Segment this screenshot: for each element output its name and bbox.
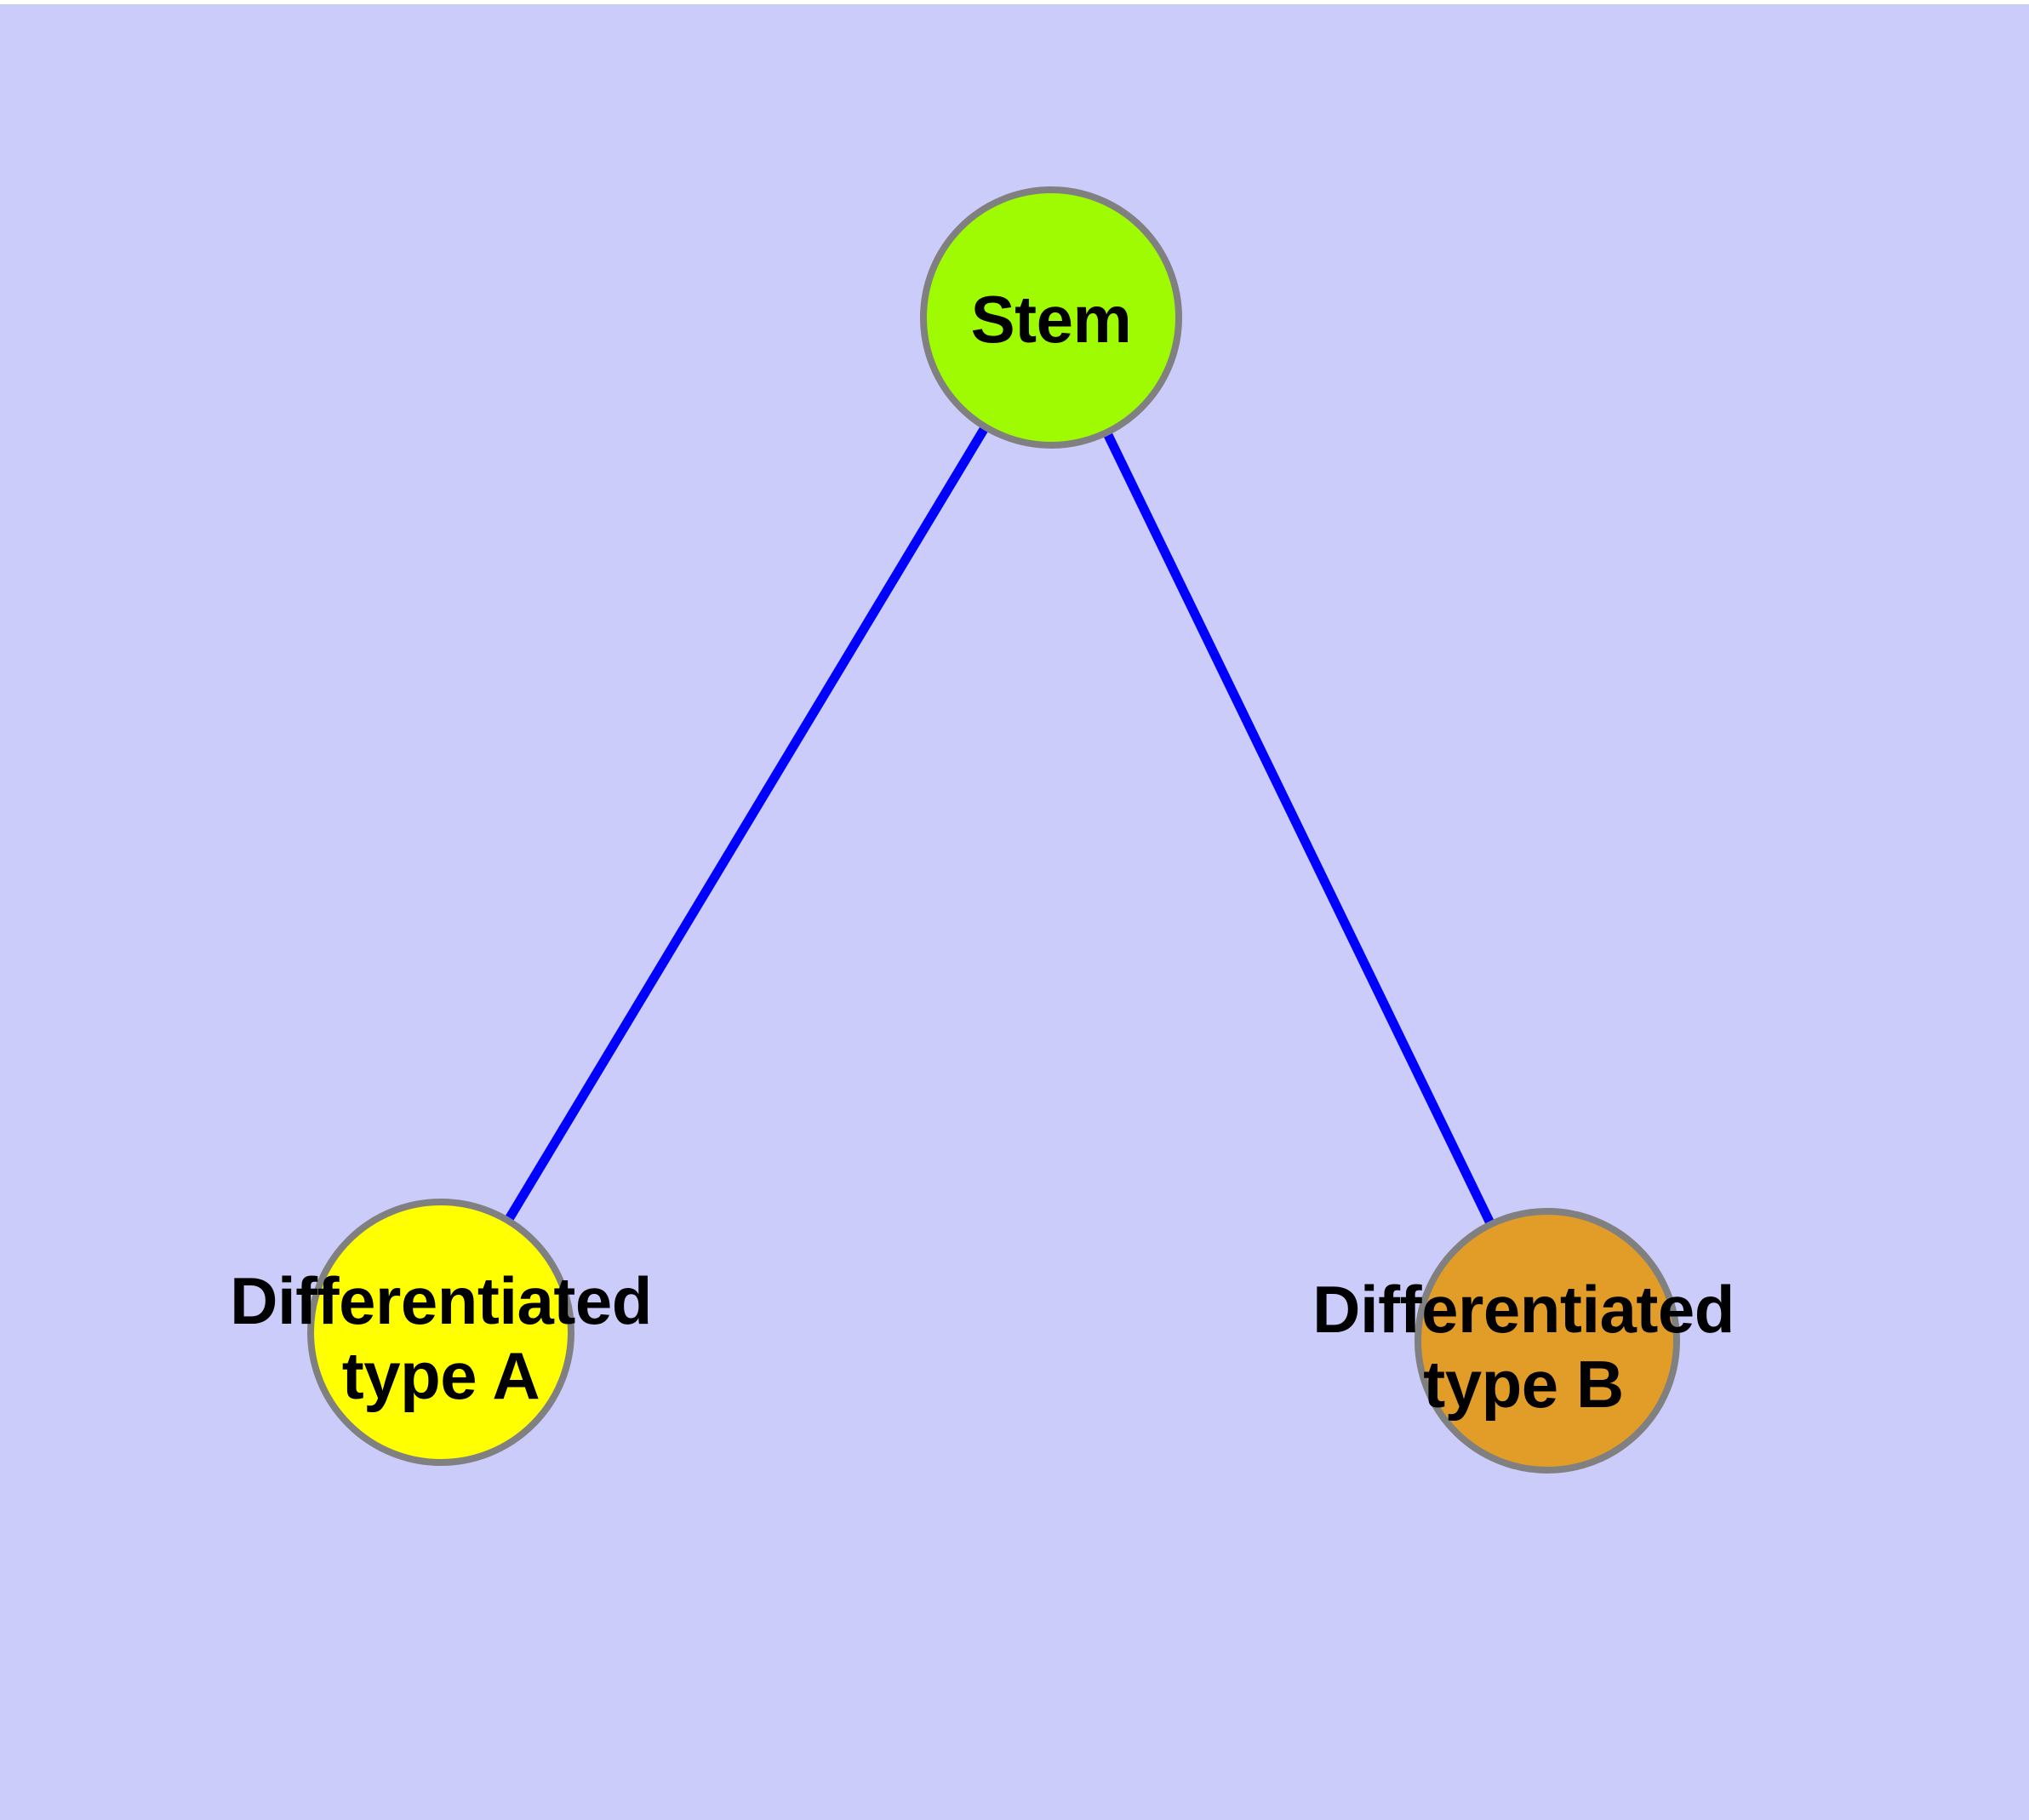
node-differentiated-type-b[interactable] <box>1415 1208 1680 1474</box>
edge-stem-to-differentiated-type-a[interactable] <box>437 315 1055 1335</box>
node-differentiated-type-a[interactable] <box>307 1199 574 1466</box>
node-layer <box>307 186 1680 1474</box>
node-stem[interactable] <box>920 186 1182 449</box>
edge-stem-to-differentiated-type-b[interactable] <box>1047 315 1552 1343</box>
edge-layer <box>437 315 1552 1343</box>
